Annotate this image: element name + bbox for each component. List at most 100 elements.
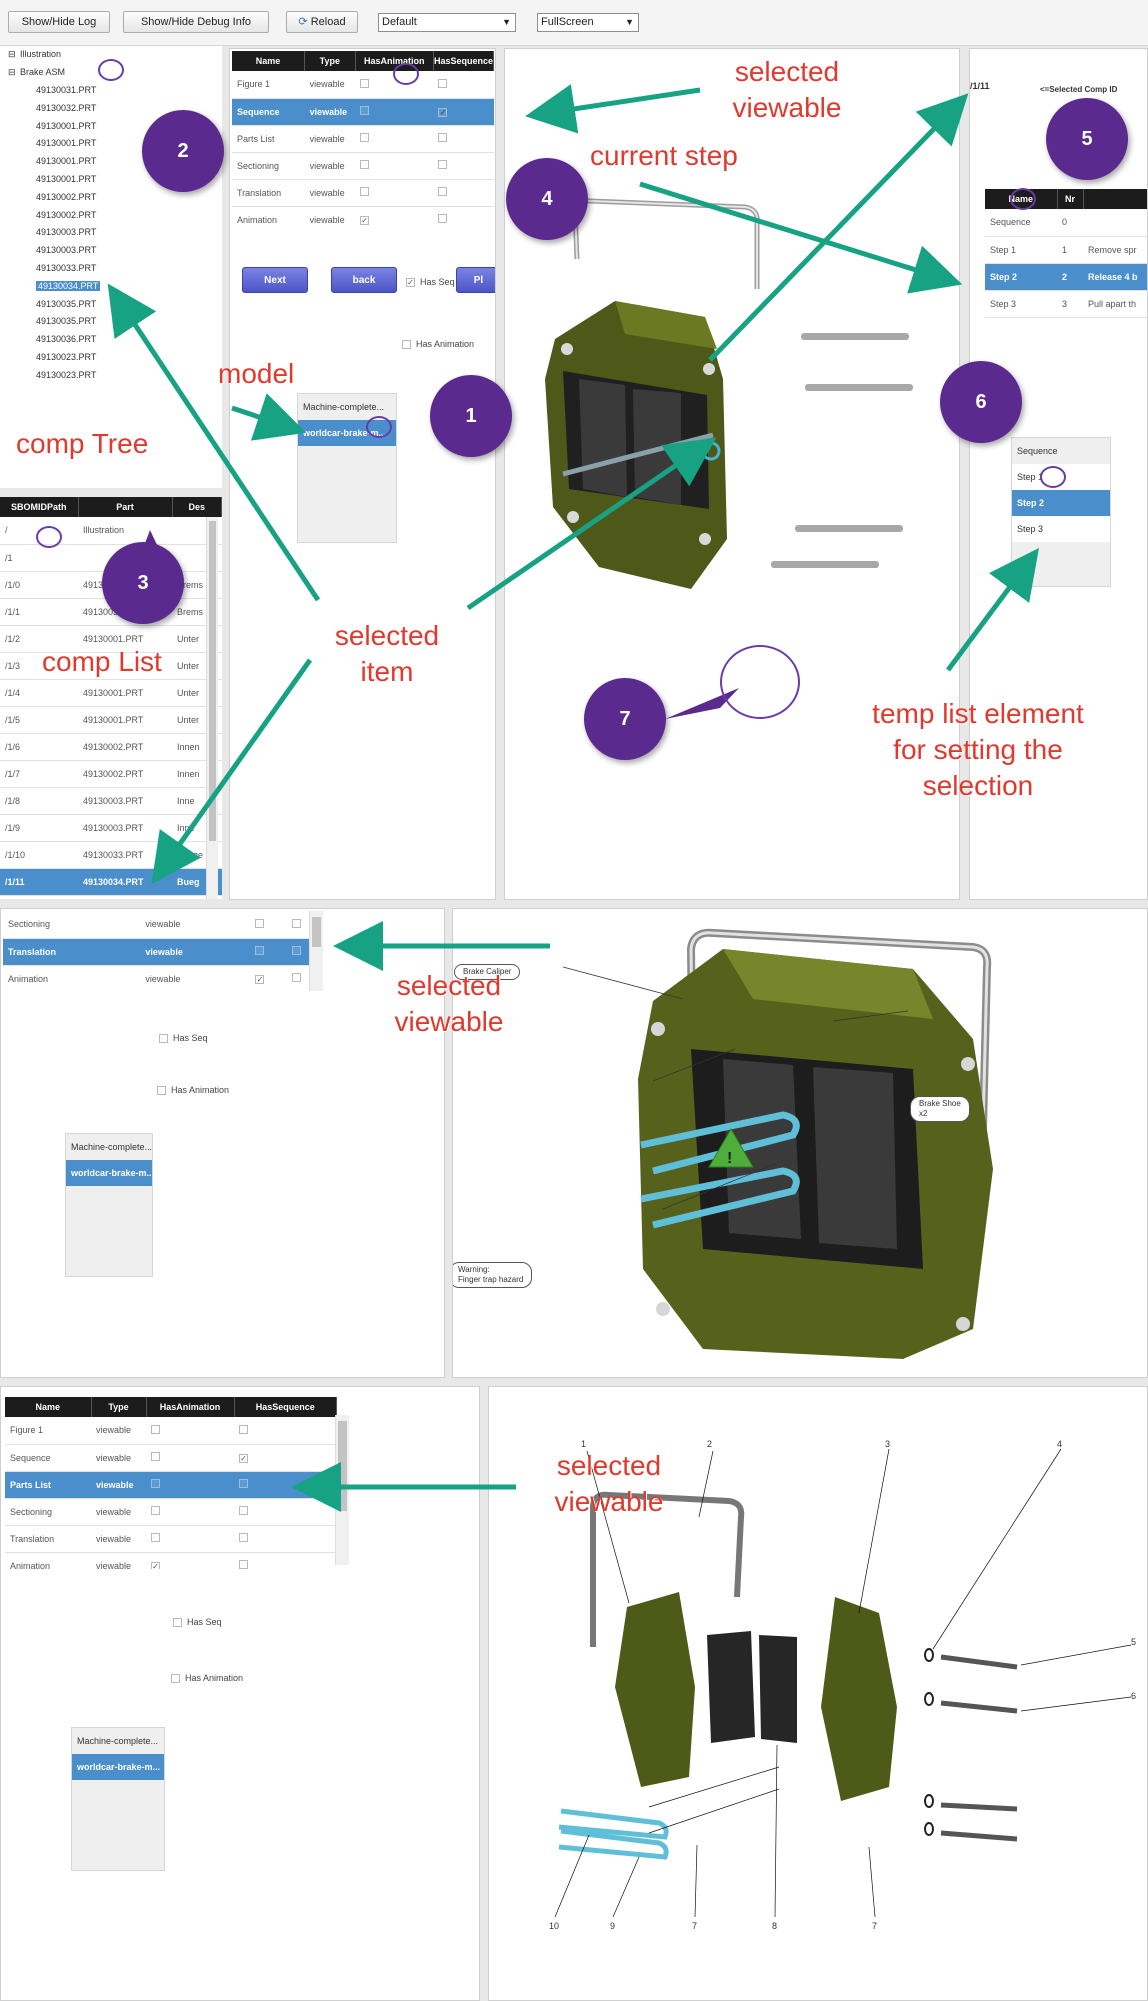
table-cell[interactable] xyxy=(146,1471,234,1499)
table-cell[interactable] xyxy=(433,152,494,180)
table-cell[interactable] xyxy=(433,179,494,207)
tree-item[interactable]: 49130003.PRT xyxy=(36,245,97,256)
checkbox-icon[interactable] xyxy=(438,187,448,196)
col-header[interactable]: Type xyxy=(304,51,356,71)
table-cell[interactable]: ✓ xyxy=(234,1444,337,1472)
next-button[interactable]: Next xyxy=(242,267,308,293)
checkbox-icon[interactable] xyxy=(151,1452,160,1461)
has-animation-checkbox-2[interactable]: Has Animation xyxy=(157,1085,229,1096)
checkbox-checked-icon[interactable]: ✓ xyxy=(151,1561,160,1569)
view-select[interactable]: Default▼ xyxy=(378,13,516,32)
tree-item[interactable]: 49130002.PRT xyxy=(36,209,97,220)
tree-collapse-icon[interactable]: ⊟ xyxy=(8,67,16,77)
table-cell[interactable] xyxy=(433,71,494,99)
table-cell[interactable] xyxy=(355,179,434,207)
checkbox-icon[interactable] xyxy=(360,106,370,115)
checkbox-icon[interactable] xyxy=(255,946,265,955)
tree-collapse-icon[interactable]: ⊟ xyxy=(8,49,16,59)
checkbox-icon[interactable] xyxy=(239,1424,248,1434)
col-header[interactable]: HasSequence xyxy=(433,51,494,71)
exploded-parts-render[interactable] xyxy=(489,1387,1148,2001)
table-cell[interactable] xyxy=(146,1525,234,1553)
checkbox-icon[interactable] xyxy=(291,973,301,982)
checkbox-icon[interactable] xyxy=(291,946,301,955)
table-cell[interactable] xyxy=(355,152,434,180)
checkbox-icon[interactable] xyxy=(360,160,370,169)
col-header[interactable]: Part xyxy=(78,497,173,517)
show-hide-debug-button[interactable]: Show/Hide Debug Info xyxy=(123,11,269,33)
table-cell[interactable] xyxy=(355,125,434,153)
model-item-selected[interactable]: worldcar-brake-m... xyxy=(72,1754,164,1780)
temp-list-item[interactable]: Sequence xyxy=(1017,446,1058,456)
model-item[interactable]: Machine-complete... xyxy=(303,402,385,412)
checkbox-checked-icon[interactable]: ✓ xyxy=(255,974,265,984)
table-cell[interactable]: ✓ xyxy=(250,965,287,987)
table-cell[interactable] xyxy=(146,1444,234,1472)
checkbox-icon[interactable] xyxy=(438,214,448,223)
model-item[interactable]: Machine-complete... xyxy=(71,1142,152,1152)
play-button[interactable]: Pl xyxy=(456,267,495,293)
checkbox-icon[interactable] xyxy=(151,1533,160,1542)
checkbox-icon[interactable] xyxy=(360,187,370,196)
has-seq-checkbox-2[interactable]: Has Seq xyxy=(159,1033,208,1044)
back-button[interactable]: back xyxy=(331,267,397,293)
tree-item[interactable]: 49130023.PRT xyxy=(36,369,97,380)
has-seq-checkbox[interactable]: ✓Has Seq xyxy=(406,277,455,288)
show-hide-log-button[interactable]: Show/Hide Log xyxy=(8,11,110,33)
checkbox-checked-icon[interactable]: ✓ xyxy=(239,1453,248,1463)
table-cell[interactable]: ✓ xyxy=(433,98,494,126)
viewables-scrollbar-3[interactable] xyxy=(335,1415,349,1565)
checkbox-icon[interactable] xyxy=(438,160,448,169)
table-cell[interactable] xyxy=(234,1552,337,1569)
checkbox-icon[interactable] xyxy=(360,133,370,142)
tree-item[interactable]: 49130033.PRT xyxy=(36,263,97,273)
col-header[interactable]: Name xyxy=(232,51,306,71)
has-animation-checkbox[interactable]: Has Animation xyxy=(402,339,474,350)
temp-list-item[interactable]: Step 3 xyxy=(1012,516,1110,542)
checkbox-icon[interactable] xyxy=(151,1479,160,1488)
col-header[interactable] xyxy=(1083,189,1147,209)
col-header[interactable]: Name xyxy=(5,1397,92,1417)
col-header[interactable]: Type xyxy=(91,1397,147,1417)
tree-item[interactable]: 49130031.PRT xyxy=(36,85,97,95)
checkbox-icon[interactable] xyxy=(438,78,448,88)
screen-select[interactable]: FullScreen▼ xyxy=(537,13,639,32)
col-header[interactable]: HasAnimation xyxy=(146,1397,235,1417)
tree-item[interactable]: 49130035.PRT xyxy=(36,298,97,309)
table-cell[interactable] xyxy=(433,206,494,231)
table-cell[interactable] xyxy=(433,125,494,153)
checkbox-icon[interactable] xyxy=(239,1533,248,1542)
table-cell[interactable]: ✓ xyxy=(146,1552,234,1569)
tree-item[interactable]: 49130003.PRT xyxy=(36,227,97,238)
has-animation-checkbox-3[interactable]: Has Animation xyxy=(171,1673,243,1684)
table-cell[interactable] xyxy=(250,911,287,939)
tree-item[interactable]: 49130023.PRT xyxy=(36,352,97,362)
col-header[interactable]: HasSequence xyxy=(234,1397,337,1417)
table-cell[interactable] xyxy=(234,1417,337,1445)
tree-item[interactable]: 49130001.PRT xyxy=(36,156,97,167)
checkbox-icon[interactable] xyxy=(255,918,265,928)
model-item-selected[interactable]: worldcar-brake-m... xyxy=(66,1160,152,1186)
